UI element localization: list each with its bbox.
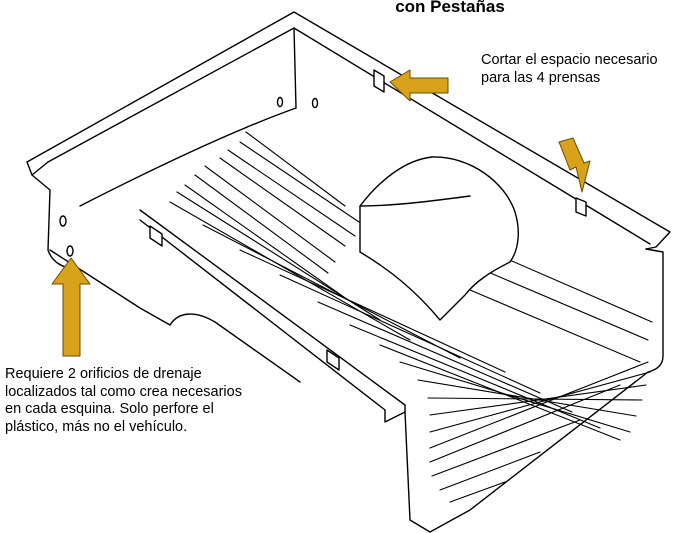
arrow-drain-hole <box>51 257 91 357</box>
hole-4 <box>66 245 74 257</box>
wheel-arch <box>169 313 301 383</box>
arrow-top-tab <box>389 69 449 102</box>
cut-space-note: Cortar el espacio necesario para las 4 p… <box>481 52 658 86</box>
drain-holes-note: Requiere 2 orificios de drenaje localiza… <box>5 366 242 435</box>
rail-top <box>139 209 406 406</box>
floor-ribs <box>169 131 653 503</box>
diagram-title: con Pestañas <box>395 0 505 16</box>
back-wall-bottom <box>79 107 297 207</box>
hole-3 <box>59 215 67 227</box>
rail-bottom <box>139 219 386 411</box>
arrow-right-tab <box>558 137 591 193</box>
rail-tab-2 <box>326 349 340 371</box>
hole-1 <box>276 96 284 108</box>
wheel-well-hump <box>359 156 519 321</box>
back-wall-left-edge <box>293 27 297 109</box>
tailgate-corner <box>404 411 431 533</box>
rim-tab-1 <box>373 69 385 93</box>
rim-outer <box>26 11 671 250</box>
hump-crest <box>359 195 471 207</box>
rail-drop <box>384 404 406 423</box>
hole-2 <box>311 97 319 109</box>
rim-left-edge <box>26 161 49 176</box>
rail-tab-1 <box>149 225 163 247</box>
left-wall-lower <box>49 249 171 326</box>
rim-tab-2 <box>575 197 587 217</box>
